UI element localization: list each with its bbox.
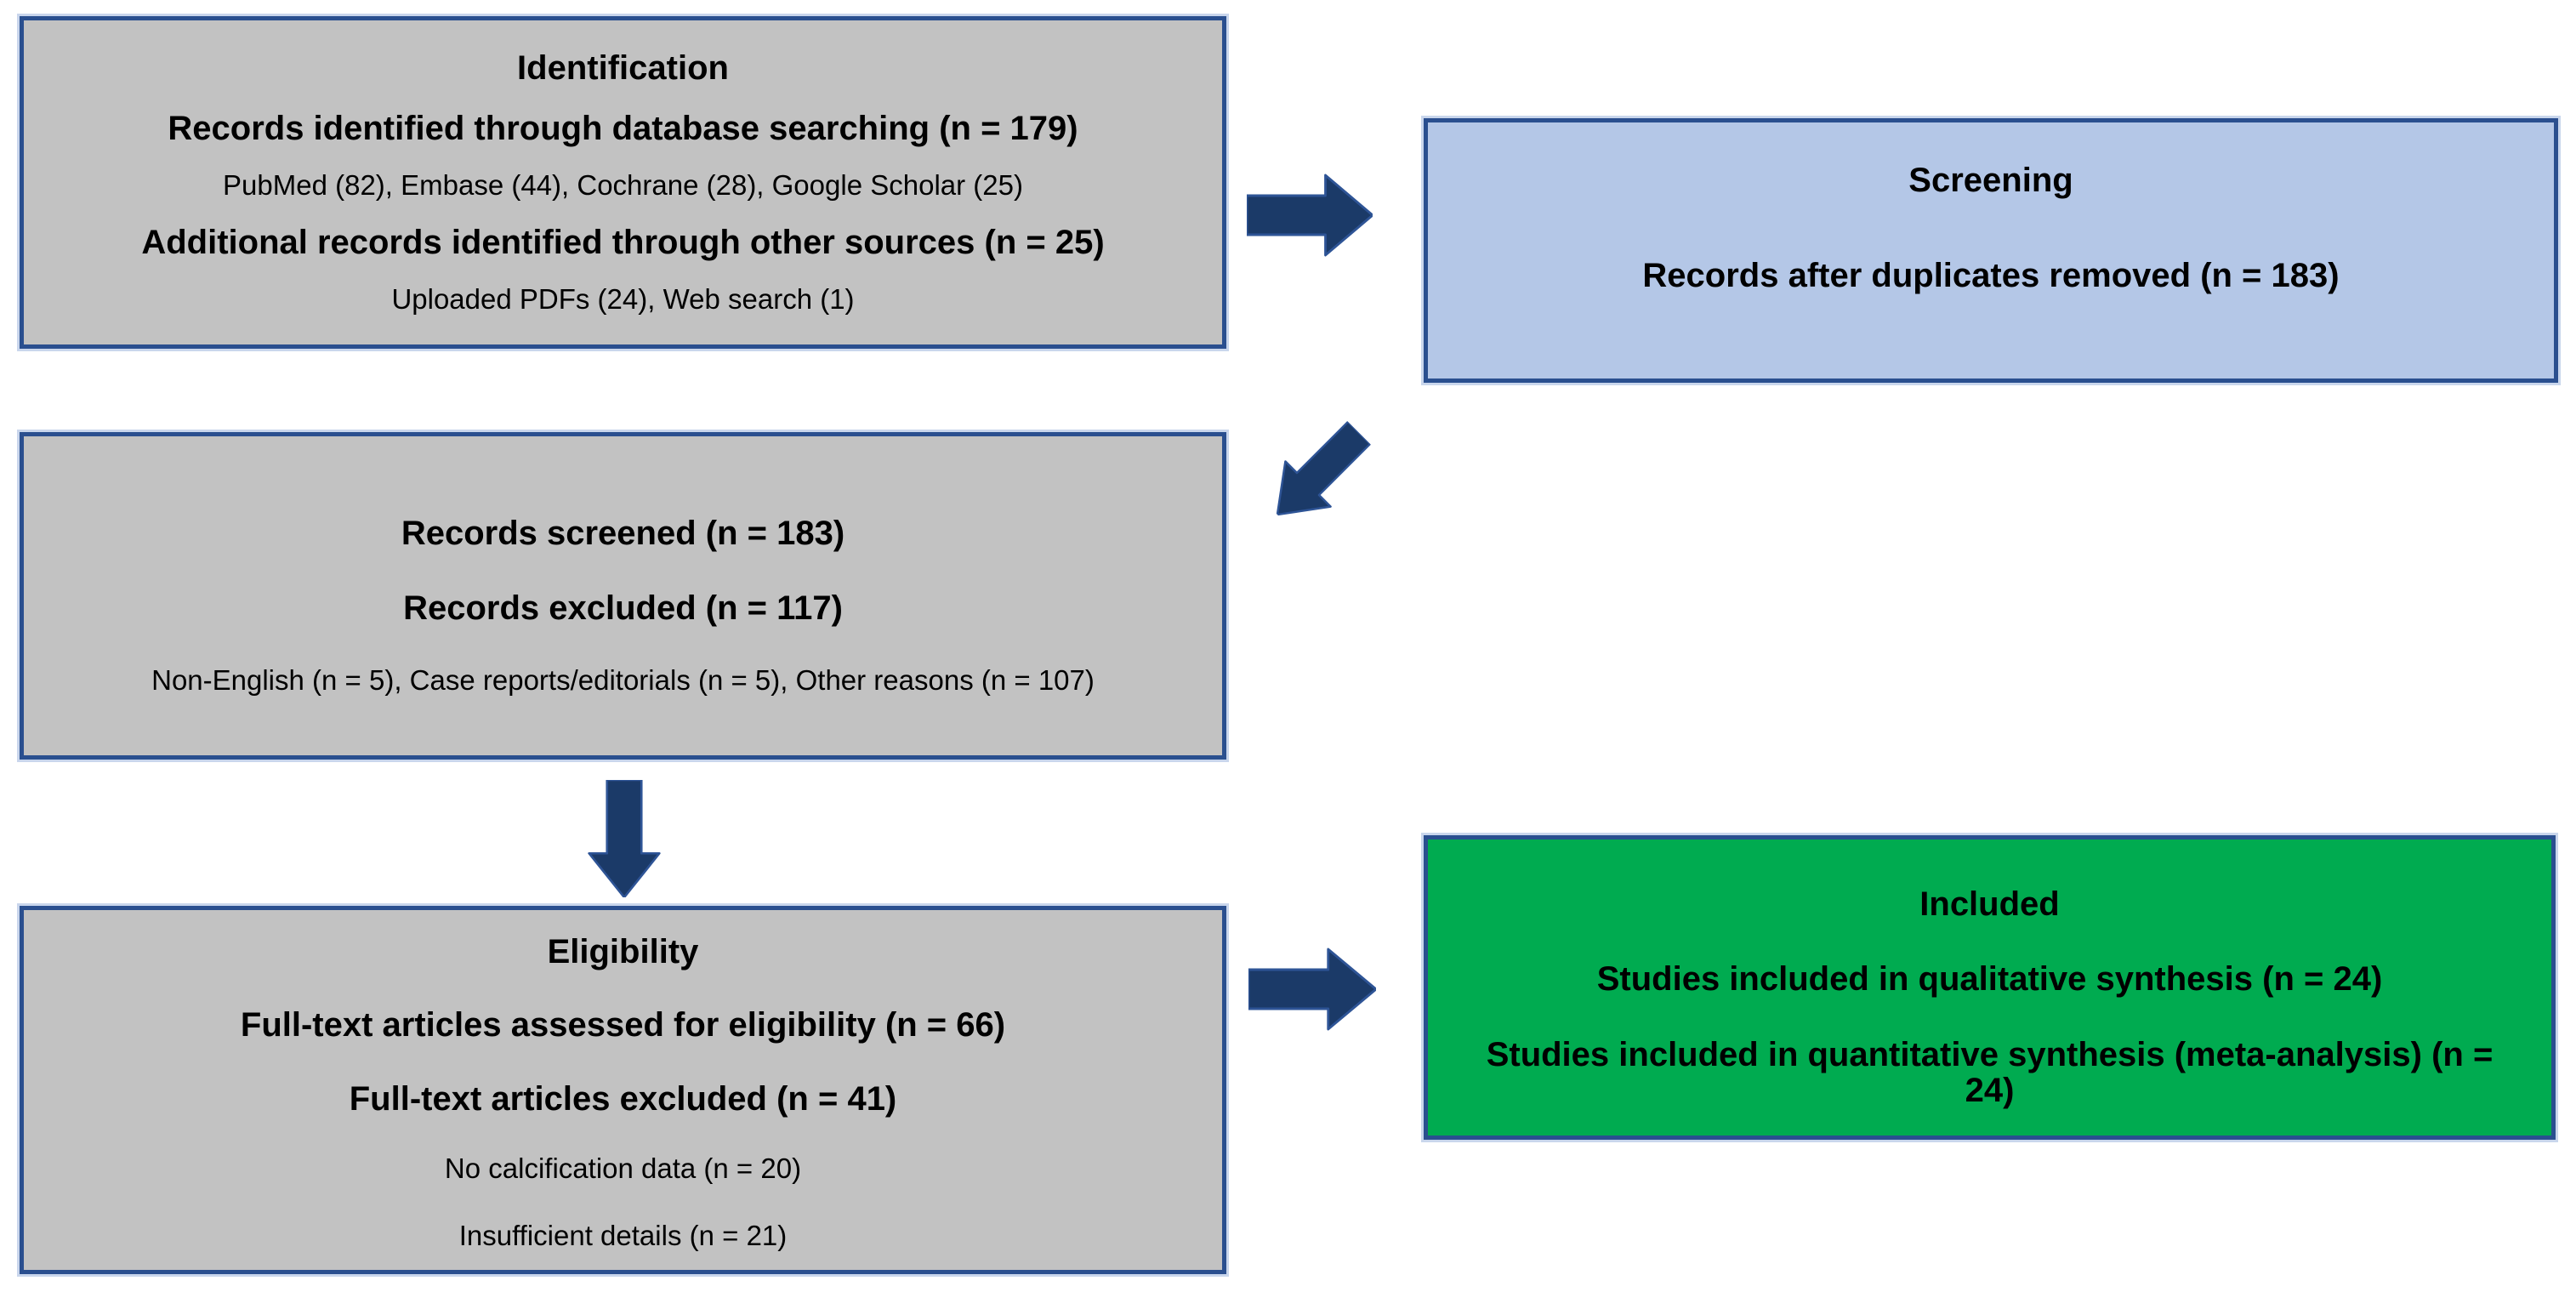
arrow-right-icon xyxy=(1247,173,1373,258)
box-title: Included xyxy=(1919,885,2060,923)
box-line: Studies included in quantitative synthes… xyxy=(1486,1035,2494,1110)
arrow-down-left-icon xyxy=(1254,409,1384,539)
box-title: Eligibility xyxy=(547,933,699,970)
box-line: Records after duplicates removed (n = 18… xyxy=(1642,257,2340,295)
box-line: Full-text articles assessed for eligibil… xyxy=(240,1006,1006,1044)
box-line: Full-text articles excluded (n = 41) xyxy=(349,1079,897,1118)
box-title: Screening xyxy=(1908,162,2073,199)
box-line: Non-English (n = 5), Case reports/editor… xyxy=(151,663,1095,696)
flow-box-screening: Screening Records after duplicates remov… xyxy=(1424,118,2558,383)
flow-box-included: Included Studies included in qualitative… xyxy=(1424,835,2556,1140)
box-line: Records identified through database sear… xyxy=(168,109,1078,147)
arrow-down-icon xyxy=(587,780,662,897)
box-line: PubMed (82), Embase (44), Cochrane (28),… xyxy=(223,168,1023,201)
box-line: Insufficient details (n = 21) xyxy=(458,1220,788,1252)
box-line: Studies included in qualitative synthesi… xyxy=(1596,960,2383,999)
box-line: Additional records identified through ot… xyxy=(141,224,1105,262)
flow-box-records-screened: Records screened (n = 183) Records exclu… xyxy=(20,432,1226,760)
box-line: Records excluded (n = 117) xyxy=(403,589,843,628)
box-line: Records screened (n = 183) xyxy=(401,515,845,552)
arrow-right-icon xyxy=(1248,947,1376,1032)
box-line: No calcification data (n = 20) xyxy=(444,1153,802,1185)
box-line: Uploaded PDFs (24), Web search (1) xyxy=(391,283,855,316)
flow-box-identification: Identification Records identified throug… xyxy=(20,16,1226,349)
box-title: Identification xyxy=(517,48,729,87)
flow-box-eligibility: Eligibility Full-text articles assessed … xyxy=(20,906,1226,1274)
